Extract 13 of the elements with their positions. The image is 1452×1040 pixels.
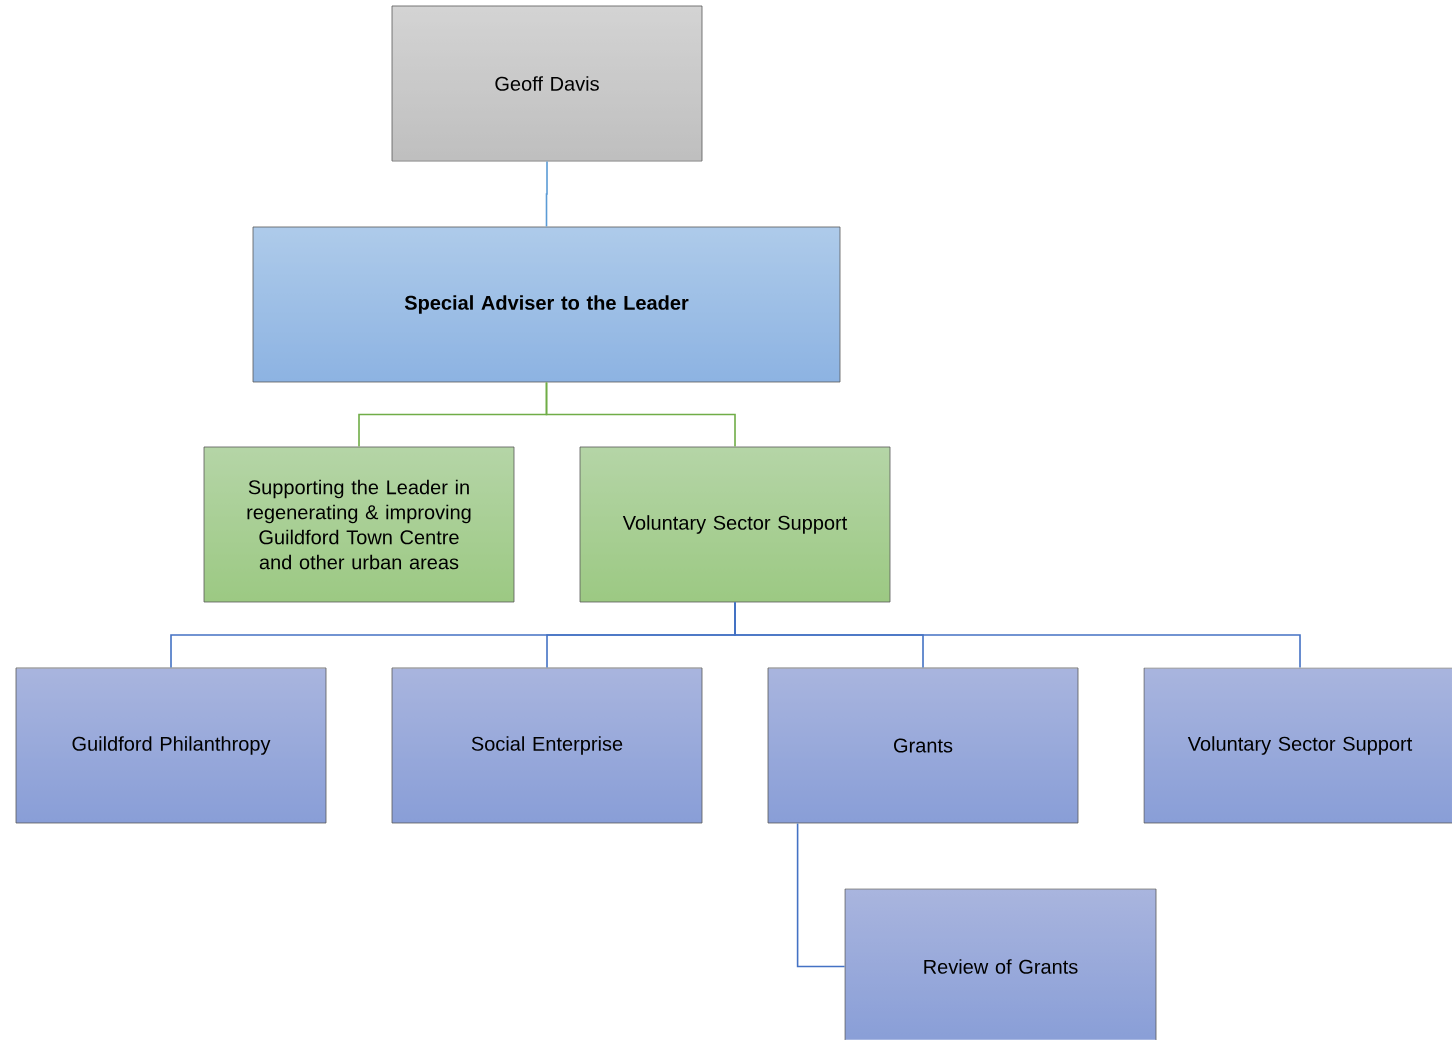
person-box: Geoff Davis	[391, 5, 703, 162]
connector	[545, 160, 548, 228]
role-box: Special Adviser to the Leader	[252, 226, 841, 383]
task-box: Voluntary Sector Support	[579, 446, 891, 603]
connector	[734, 601, 1301, 669]
connector	[545, 381, 736, 448]
unit-box: Grants	[767, 667, 1079, 824]
connector	[796, 822, 846, 968]
task-box: Supporting the Leader in regenerating & improving Guildford Town Centre and other urban areas	[203, 446, 515, 603]
unit-box: Review of Grants	[844, 888, 1157, 1040]
unit-box: Guildford Philanthropy	[15, 667, 327, 824]
unit-box: Voluntary Sector Support	[1143, 667, 1452, 824]
unit-box: Social Enterprise	[391, 667, 703, 824]
